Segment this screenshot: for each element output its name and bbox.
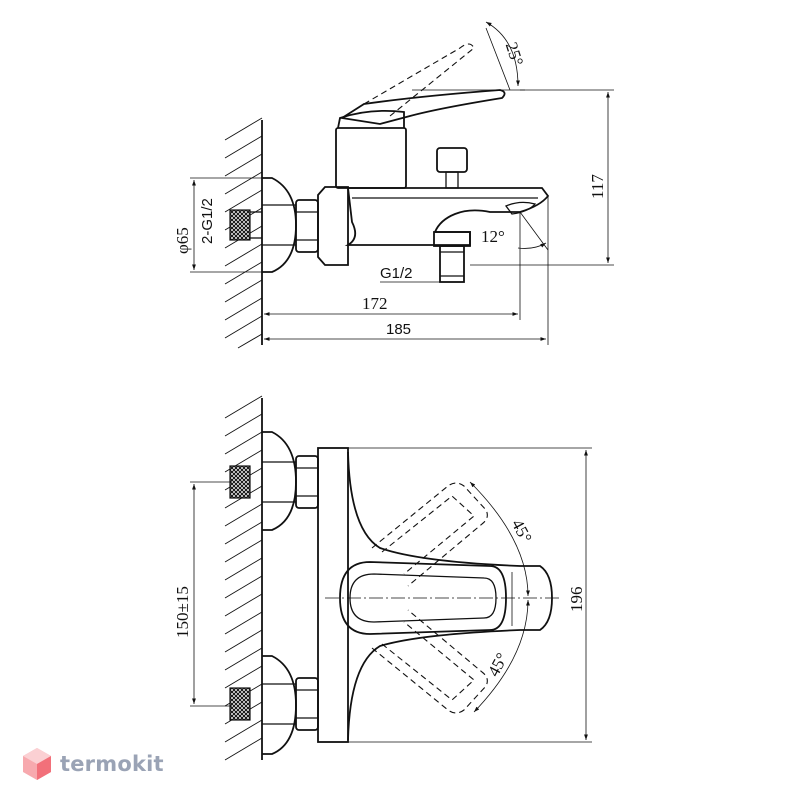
brand-cube-icon (23, 748, 51, 780)
diverter-stem (445, 171, 459, 189)
angle-label-lower: 45° (484, 650, 512, 680)
eccentric-nut (295, 199, 319, 253)
angle-arc-lower (473, 599, 530, 713)
nut-lower (295, 677, 319, 731)
dim-label-height: 117 (588, 174, 607, 199)
lever-raised-outline (363, 43, 475, 117)
body-profile (347, 451, 553, 741)
dim-label-length-total: 185 (386, 321, 411, 338)
label-outlet-thread: G1/2 (380, 265, 413, 282)
lever-handle (339, 89, 506, 125)
dim-label-height-total: 196 (567, 587, 586, 613)
dim-label-center-distance: 150±15 (173, 586, 192, 638)
nut-upper (295, 455, 319, 509)
angle-label-upper: 45° (508, 516, 536, 546)
brand-name: termokit (60, 752, 164, 776)
inlet-fitting-upper (229, 465, 251, 499)
angle-label-handle: 25° (502, 40, 527, 69)
angle-arc-spout (517, 242, 547, 249)
wall-rosette (262, 177, 297, 273)
diverter-knob (436, 147, 468, 173)
outlet-thread-g12 (439, 245, 465, 283)
angle-arc-handle (485, 21, 520, 87)
body-end-cap (317, 186, 349, 266)
lever-rotated-up (371, 482, 488, 587)
rosette-upper (262, 431, 297, 531)
body-front (317, 447, 349, 743)
wall-hatch-top (224, 117, 263, 349)
dim-label-inlet-diameter: φ65 (173, 227, 192, 254)
rosette-lower (262, 655, 297, 755)
dim-label-length-spout: 172 (362, 294, 388, 313)
inlet-fitting-lower (229, 687, 251, 721)
front-view: 45° 45° 150±15 196 (173, 395, 592, 761)
outlet-collar (433, 231, 471, 247)
mixer-body (344, 187, 550, 246)
dim-label-inlet-thread: 2-G1/2 (199, 198, 216, 244)
side-view: 25° 12° 117 G1/2 φ65 2-G1/2 172 185 (173, 21, 614, 349)
angle-label-spout: 12° (481, 227, 505, 246)
inlet-fitting (229, 209, 251, 241)
brand-logo: termokit (22, 744, 164, 784)
spout-outlet (504, 201, 537, 215)
lever-rotated-down (371, 609, 488, 714)
cartridge-housing (335, 127, 407, 189)
angle-arc-upper (469, 481, 530, 597)
